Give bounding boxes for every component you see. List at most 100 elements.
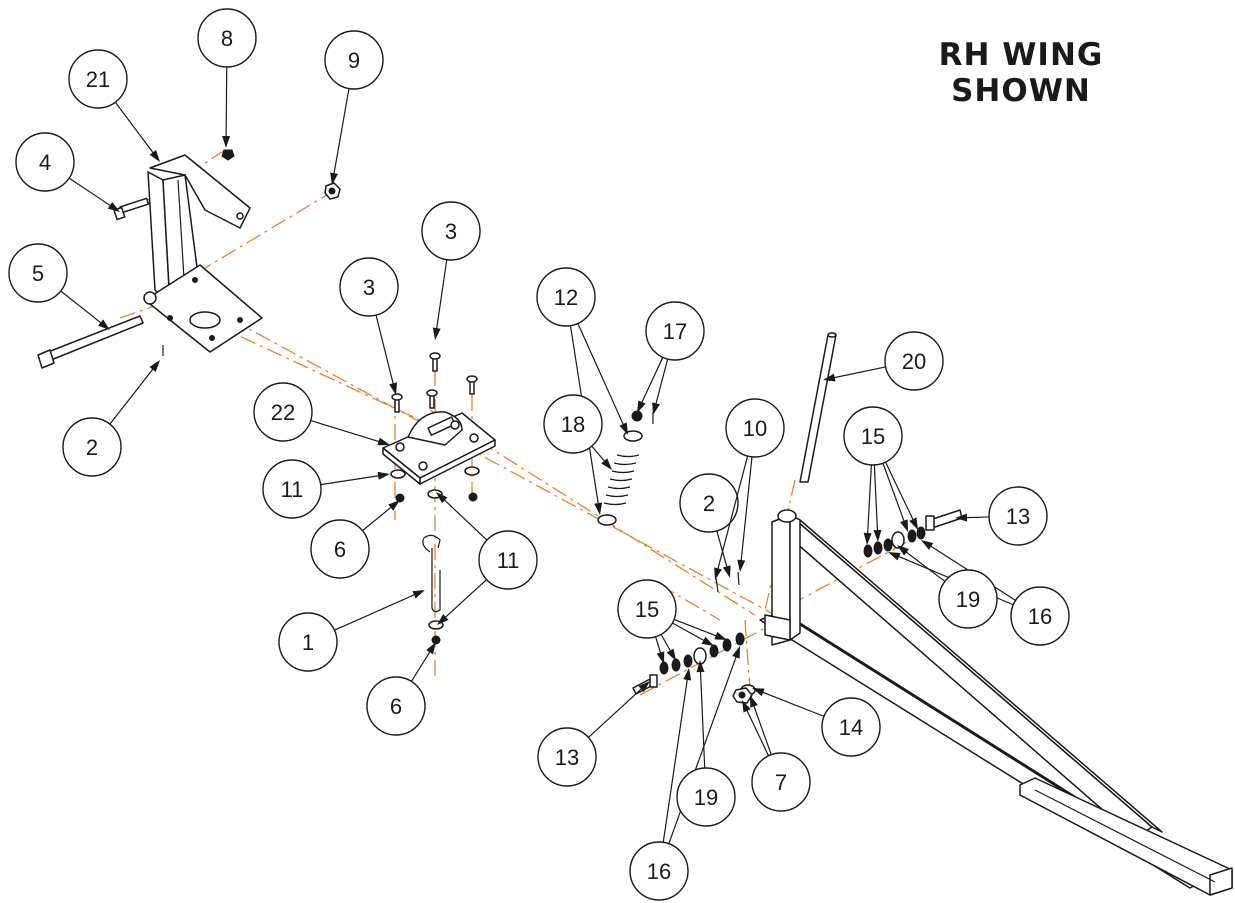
- leader-line: [441, 497, 488, 541]
- callout-label: 16: [1028, 604, 1052, 629]
- leader-arrowhead: [714, 567, 722, 580]
- callout-label: 14: [839, 715, 863, 740]
- callout-label: 7: [775, 770, 787, 795]
- callout-5: 5: [8, 243, 110, 330]
- leader-arrowhead: [888, 552, 901, 561]
- part-15-19-16-right-stack: [863, 509, 963, 558]
- callout-label: 6: [390, 694, 402, 719]
- leader-line: [225, 66, 228, 141]
- leader-line: [442, 579, 488, 621]
- leader-line: [962, 516, 990, 519]
- leader-arrowhead: [683, 668, 692, 681]
- callout-circle: [679, 473, 739, 533]
- leader-arrowhead: [436, 492, 448, 504]
- callout-circle: [676, 767, 736, 827]
- callout-19b: 19: [676, 660, 736, 827]
- callout-circle: [821, 697, 881, 757]
- part-4-bolt: [113, 197, 150, 221]
- leader-arrowhead: [389, 382, 397, 395]
- callout-circle: [197, 8, 257, 68]
- callout-18: 18: [543, 394, 612, 470]
- leader-line: [375, 314, 395, 388]
- leader-line: [109, 365, 156, 425]
- leader-arrowhead: [98, 319, 110, 330]
- callout-label: 4: [39, 150, 51, 175]
- callout-21: 21: [68, 49, 160, 162]
- leader-arrowhead: [921, 540, 934, 550]
- leader-arrowhead: [737, 559, 746, 572]
- leader-line: [740, 456, 753, 565]
- leader-line: [334, 592, 418, 631]
- leader-arrowhead: [752, 688, 765, 697]
- callout-circle: [324, 30, 384, 90]
- callout-3a: 3: [339, 257, 399, 395]
- callout-circle: [366, 676, 426, 736]
- callout-circle: [537, 727, 597, 787]
- part-17-nut-pin: [631, 410, 654, 424]
- part-1-lynch-pin: [422, 534, 441, 613]
- leader-arrowhead: [412, 590, 425, 599]
- callout-circle: [478, 530, 538, 590]
- callout-label: 21: [86, 67, 110, 92]
- leader-line: [114, 101, 156, 156]
- leader-line: [410, 648, 433, 682]
- callout-circle: [617, 579, 677, 639]
- callout-label: 13: [555, 745, 579, 770]
- part-3-bolts: [391, 352, 478, 413]
- leader-line: [716, 455, 749, 573]
- callout-circle: [629, 841, 689, 901]
- leader-line: [668, 653, 738, 844]
- callout-2a: 2: [62, 360, 160, 477]
- callout-label: 9: [348, 48, 360, 73]
- leader-line: [752, 702, 772, 755]
- leader-line: [744, 706, 770, 757]
- callout-7: 7: [742, 695, 811, 812]
- leader-line: [60, 290, 105, 326]
- callout-circle: [310, 519, 370, 579]
- leader-line: [639, 357, 664, 406]
- callout-label: 17: [663, 319, 687, 344]
- callout-2b: 2: [679, 473, 739, 578]
- callout-label: 19: [694, 785, 718, 810]
- leader-line: [673, 618, 720, 638]
- leader-arrowhead: [909, 517, 918, 530]
- callout-label: 13: [1006, 504, 1030, 529]
- leader-line: [882, 463, 906, 525]
- callout-1: 1: [278, 590, 425, 672]
- diagram-title-line2: SHOWN: [951, 73, 1091, 109]
- leader-arrowhead: [742, 700, 751, 713]
- leader-arrowhead: [388, 500, 400, 511]
- leader-line: [672, 622, 708, 643]
- leader-line: [332, 88, 350, 178]
- callout-label: 19: [956, 587, 980, 612]
- leader-arrowhead: [637, 400, 646, 413]
- leader-arrowhead: [377, 471, 390, 480]
- callout-circle: [988, 486, 1048, 546]
- callout-circle: [725, 398, 785, 458]
- callout-circle: [15, 132, 75, 192]
- leader-line: [759, 690, 825, 717]
- callout-circle: [536, 267, 596, 327]
- leader-line: [587, 685, 645, 738]
- part-8-nut: [221, 149, 235, 161]
- callout-17: 17: [637, 301, 705, 415]
- callout-circle: [62, 417, 122, 477]
- callout-16b: 16: [629, 646, 740, 901]
- callout-label: 22: [271, 400, 295, 425]
- callout-circle: [421, 201, 481, 261]
- callout-label: 3: [445, 219, 457, 244]
- callout-20: 20: [823, 331, 944, 391]
- callout-14: 14: [752, 688, 881, 757]
- leader-arrowhead: [426, 642, 436, 655]
- leader-arrowhead: [149, 149, 160, 162]
- callout-circle: [645, 301, 705, 361]
- callout-label: 8: [221, 26, 233, 51]
- leader-arrowhead: [722, 565, 731, 578]
- callout-circle: [543, 394, 603, 454]
- leader-line: [830, 366, 886, 379]
- leader-arrowhead: [900, 519, 908, 532]
- callout-label: 11: [281, 477, 304, 502]
- callout-9: 9: [324, 30, 384, 185]
- part-21-upright-bracket: [143, 154, 263, 353]
